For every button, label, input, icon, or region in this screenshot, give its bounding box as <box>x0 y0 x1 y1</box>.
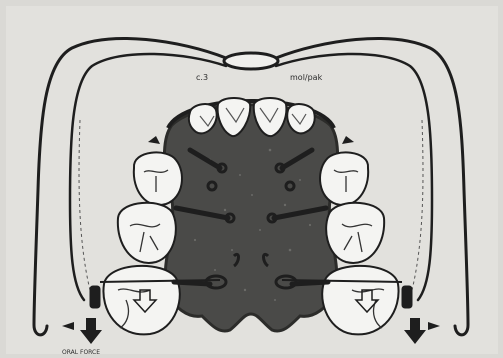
tooth-lateral-right <box>287 104 315 133</box>
caption-bottom-left: ORAL FORCE <box>62 349 100 356</box>
palate <box>164 105 337 331</box>
left-premolar-1 <box>134 152 182 205</box>
label-right-incisor: mol/pak <box>290 73 323 82</box>
label-left-incisor: c.3 <box>196 73 208 82</box>
bow-connector <box>224 53 278 69</box>
right-premolar-1 <box>320 152 368 205</box>
